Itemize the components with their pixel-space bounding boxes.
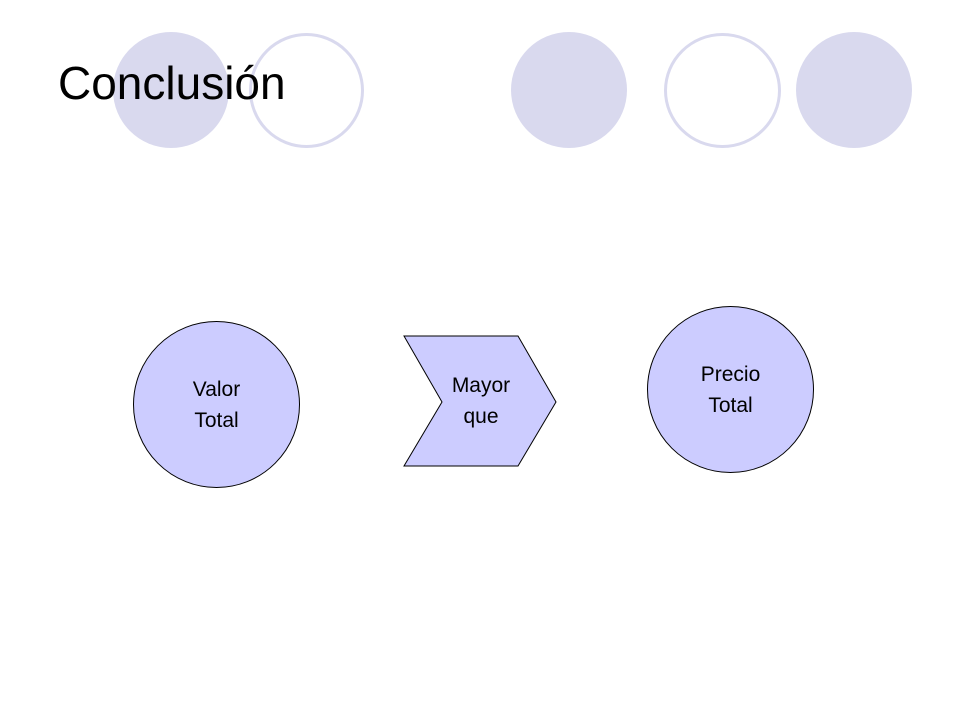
decor-circle-filled bbox=[796, 32, 912, 148]
decor-circle-outline bbox=[249, 33, 364, 148]
slide-title: Conclusión bbox=[58, 57, 286, 109]
connector-chevron bbox=[403, 335, 557, 467]
decor-circle-outline bbox=[664, 33, 781, 148]
chevron-shape bbox=[403, 335, 557, 467]
connector-label: Mayor que bbox=[451, 374, 511, 428]
node-precio-total: Precio Total bbox=[647, 306, 814, 473]
node-precio-total-label: Precio Total bbox=[700, 362, 761, 417]
node-valor-total-label: Valor Total bbox=[192, 377, 241, 432]
decor-circle-filled bbox=[511, 32, 627, 148]
decor-circle-filled bbox=[113, 32, 229, 148]
node-valor-total: Valor Total bbox=[133, 321, 300, 488]
